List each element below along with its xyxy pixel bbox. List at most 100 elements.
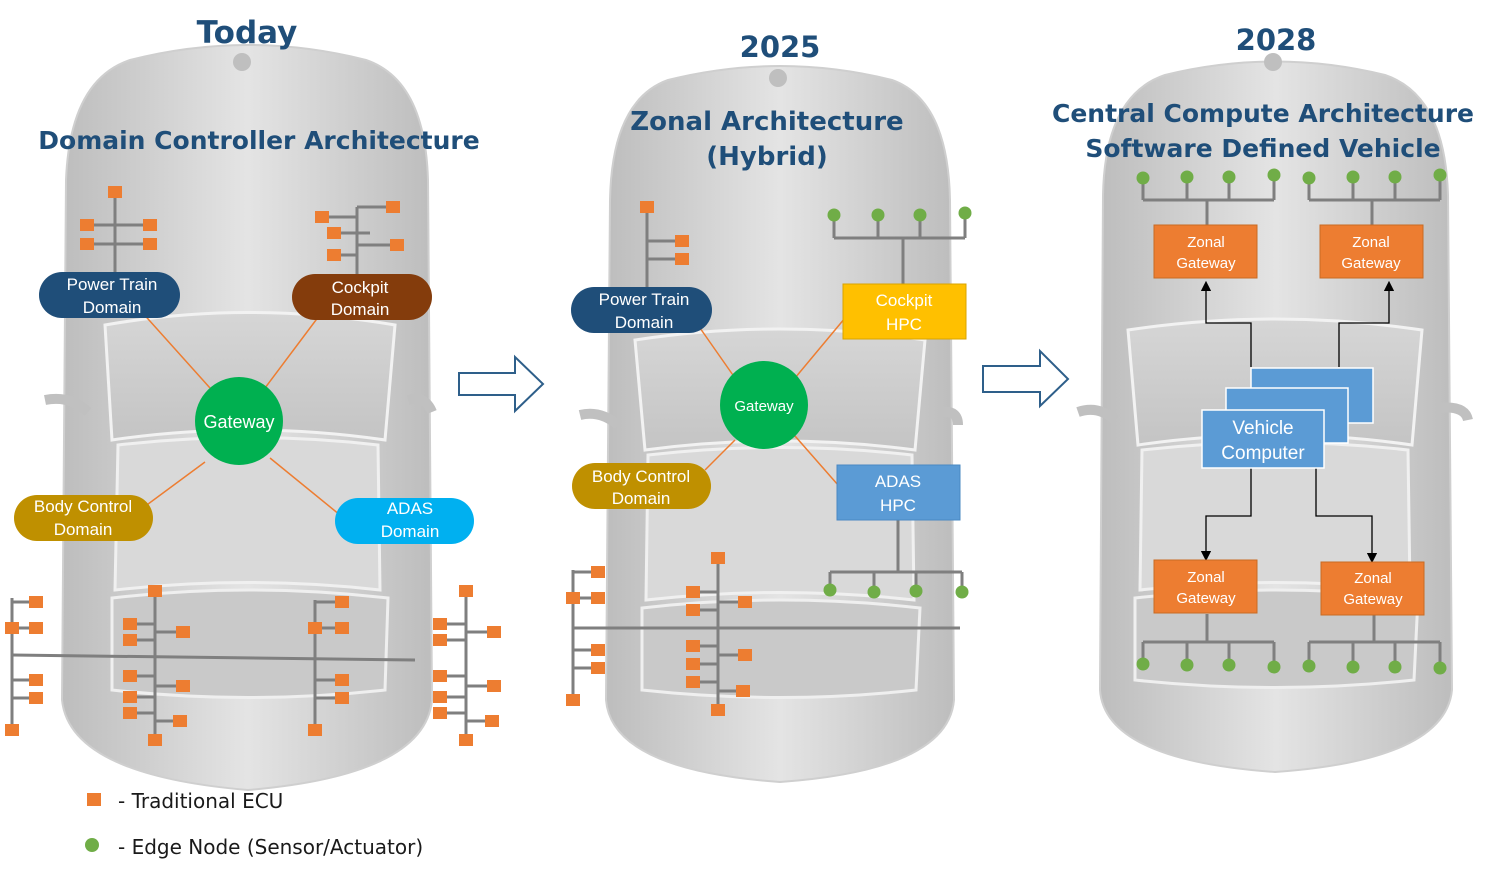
ecu-marker bbox=[148, 734, 162, 746]
ecu-markers-2025 bbox=[566, 201, 752, 716]
ecu-marker bbox=[108, 186, 122, 198]
edge-node-marker bbox=[1346, 660, 1360, 674]
ecu-marker bbox=[433, 707, 447, 719]
ecu-marker bbox=[736, 685, 750, 697]
svg-text:ADAS: ADAS bbox=[875, 472, 921, 491]
ecu-marker bbox=[123, 707, 137, 719]
ecu-marker bbox=[459, 585, 473, 597]
svg-text:Gateway: Gateway bbox=[1341, 255, 1401, 272]
body-control-domain: Body Control Domain bbox=[14, 495, 153, 541]
ecu-marker bbox=[143, 219, 157, 231]
transition-arrow-2 bbox=[982, 348, 1070, 409]
ecu-marker bbox=[29, 622, 43, 634]
ecu-marker bbox=[335, 622, 349, 634]
edge-node-marker bbox=[867, 585, 881, 599]
edge-node-marker bbox=[1302, 659, 1316, 673]
ecu-marker bbox=[675, 235, 689, 247]
ecu-marker bbox=[335, 692, 349, 704]
ecu-cluster-power-train bbox=[87, 192, 150, 275]
svg-text:Zonal: Zonal bbox=[1352, 234, 1390, 251]
ecu-marker bbox=[315, 211, 329, 223]
edge-node-marker bbox=[1136, 657, 1150, 671]
legend-edge-label: - Edge Node (Sensor/Actuator) bbox=[118, 835, 424, 859]
svg-text:Vehicle: Vehicle bbox=[1232, 418, 1293, 439]
transition-arrow-1 bbox=[458, 354, 545, 414]
edge-node-marker bbox=[955, 585, 969, 599]
svg-text:Domain: Domain bbox=[612, 489, 671, 508]
ecu-marker bbox=[29, 692, 43, 704]
legend-ecu-label: - Traditional ECU bbox=[118, 789, 284, 813]
ecu-marker bbox=[335, 674, 349, 686]
svg-text:Gateway: Gateway bbox=[1343, 591, 1403, 608]
svg-text:Domain: Domain bbox=[83, 298, 142, 317]
ecu-marker bbox=[686, 658, 700, 670]
gateway-2025: Gateway bbox=[720, 361, 808, 449]
edge-node-marker bbox=[827, 208, 841, 222]
adas-domain: ADAS Domain bbox=[335, 498, 474, 544]
ecu-marker bbox=[487, 626, 501, 638]
edge-node-marker bbox=[909, 584, 923, 598]
cockpit-domain: Cockpit Domain bbox=[292, 274, 432, 320]
ecu-marker bbox=[675, 253, 689, 265]
svg-text:Gateway: Gateway bbox=[1176, 255, 1236, 272]
svg-text:Domain: Domain bbox=[381, 522, 440, 541]
vehicle-computer: Vehicle Computer bbox=[1201, 367, 1374, 469]
ecu-marker bbox=[29, 674, 43, 686]
ecu-marker bbox=[433, 634, 447, 646]
ecu-marker bbox=[591, 592, 605, 604]
svg-text:Zonal: Zonal bbox=[1187, 234, 1225, 251]
ecu-marker bbox=[123, 634, 137, 646]
ecu-marker bbox=[591, 662, 605, 674]
power-train-domain-2025: Power Train Domain bbox=[571, 287, 712, 333]
ecu-marker bbox=[640, 201, 654, 213]
body-control-domain-2025: Body Control Domain bbox=[572, 463, 711, 509]
svg-text:Gateway: Gateway bbox=[1176, 590, 1236, 607]
ecu-marker bbox=[711, 552, 725, 564]
ecu-marker bbox=[335, 596, 349, 608]
ecu-marker bbox=[308, 724, 322, 736]
svg-text:Gateway: Gateway bbox=[203, 412, 274, 432]
ecu-marker bbox=[327, 249, 341, 261]
edge-node-marker bbox=[1346, 170, 1360, 184]
panel-2-subtitle-line2: (Hybrid) bbox=[706, 142, 827, 172]
edge-node-marker bbox=[1222, 658, 1236, 672]
edge-node-marker bbox=[823, 583, 837, 597]
ecu-marker bbox=[433, 670, 447, 682]
ecu-marker bbox=[123, 618, 137, 630]
panel-1-heading: Today bbox=[197, 15, 298, 51]
ecu-marker bbox=[738, 596, 752, 608]
ecu-marker bbox=[80, 219, 94, 231]
ecu-marker bbox=[459, 734, 473, 746]
ecu-marker bbox=[176, 680, 190, 692]
ecu-marker bbox=[487, 680, 501, 692]
ecu-marker bbox=[176, 626, 190, 638]
ecu-marker bbox=[29, 596, 43, 608]
zonal-gateway-rear-left: Zonal Gateway bbox=[1153, 559, 1258, 614]
ecu-marker bbox=[123, 670, 137, 682]
svg-text:Domain: Domain bbox=[54, 520, 113, 539]
svg-text:Zonal: Zonal bbox=[1354, 570, 1392, 587]
svg-text:Body Control: Body Control bbox=[34, 497, 132, 516]
edge-node-marker bbox=[1267, 660, 1281, 674]
panel-2-subtitle-line1: Zonal Architecture bbox=[630, 107, 903, 137]
svg-text:Cockpit: Cockpit bbox=[332, 278, 389, 297]
ecu-marker bbox=[485, 715, 499, 727]
edge-node-marker bbox=[958, 206, 972, 220]
ecu-marker bbox=[686, 604, 700, 616]
svg-text:HPC: HPC bbox=[886, 315, 922, 334]
svg-text:Domain: Domain bbox=[331, 300, 390, 319]
ecu-marker bbox=[566, 592, 580, 604]
power-train-domain: Power Train Domain bbox=[39, 272, 180, 318]
ecu-marker bbox=[5, 622, 19, 634]
ecu-marker bbox=[390, 239, 404, 251]
ecu-marker bbox=[148, 585, 162, 597]
svg-text:Zonal: Zonal bbox=[1187, 569, 1225, 586]
edge-node-marker bbox=[1388, 660, 1402, 674]
ecu-marker bbox=[308, 622, 322, 634]
svg-text:Cockpit: Cockpit bbox=[876, 291, 933, 310]
svg-text:Gateway: Gateway bbox=[734, 398, 794, 415]
zonal-gateway-front-right: Zonal Gateway bbox=[1319, 224, 1424, 279]
gateway-links-today bbox=[139, 309, 341, 516]
svg-text:Power Train: Power Train bbox=[599, 290, 690, 309]
